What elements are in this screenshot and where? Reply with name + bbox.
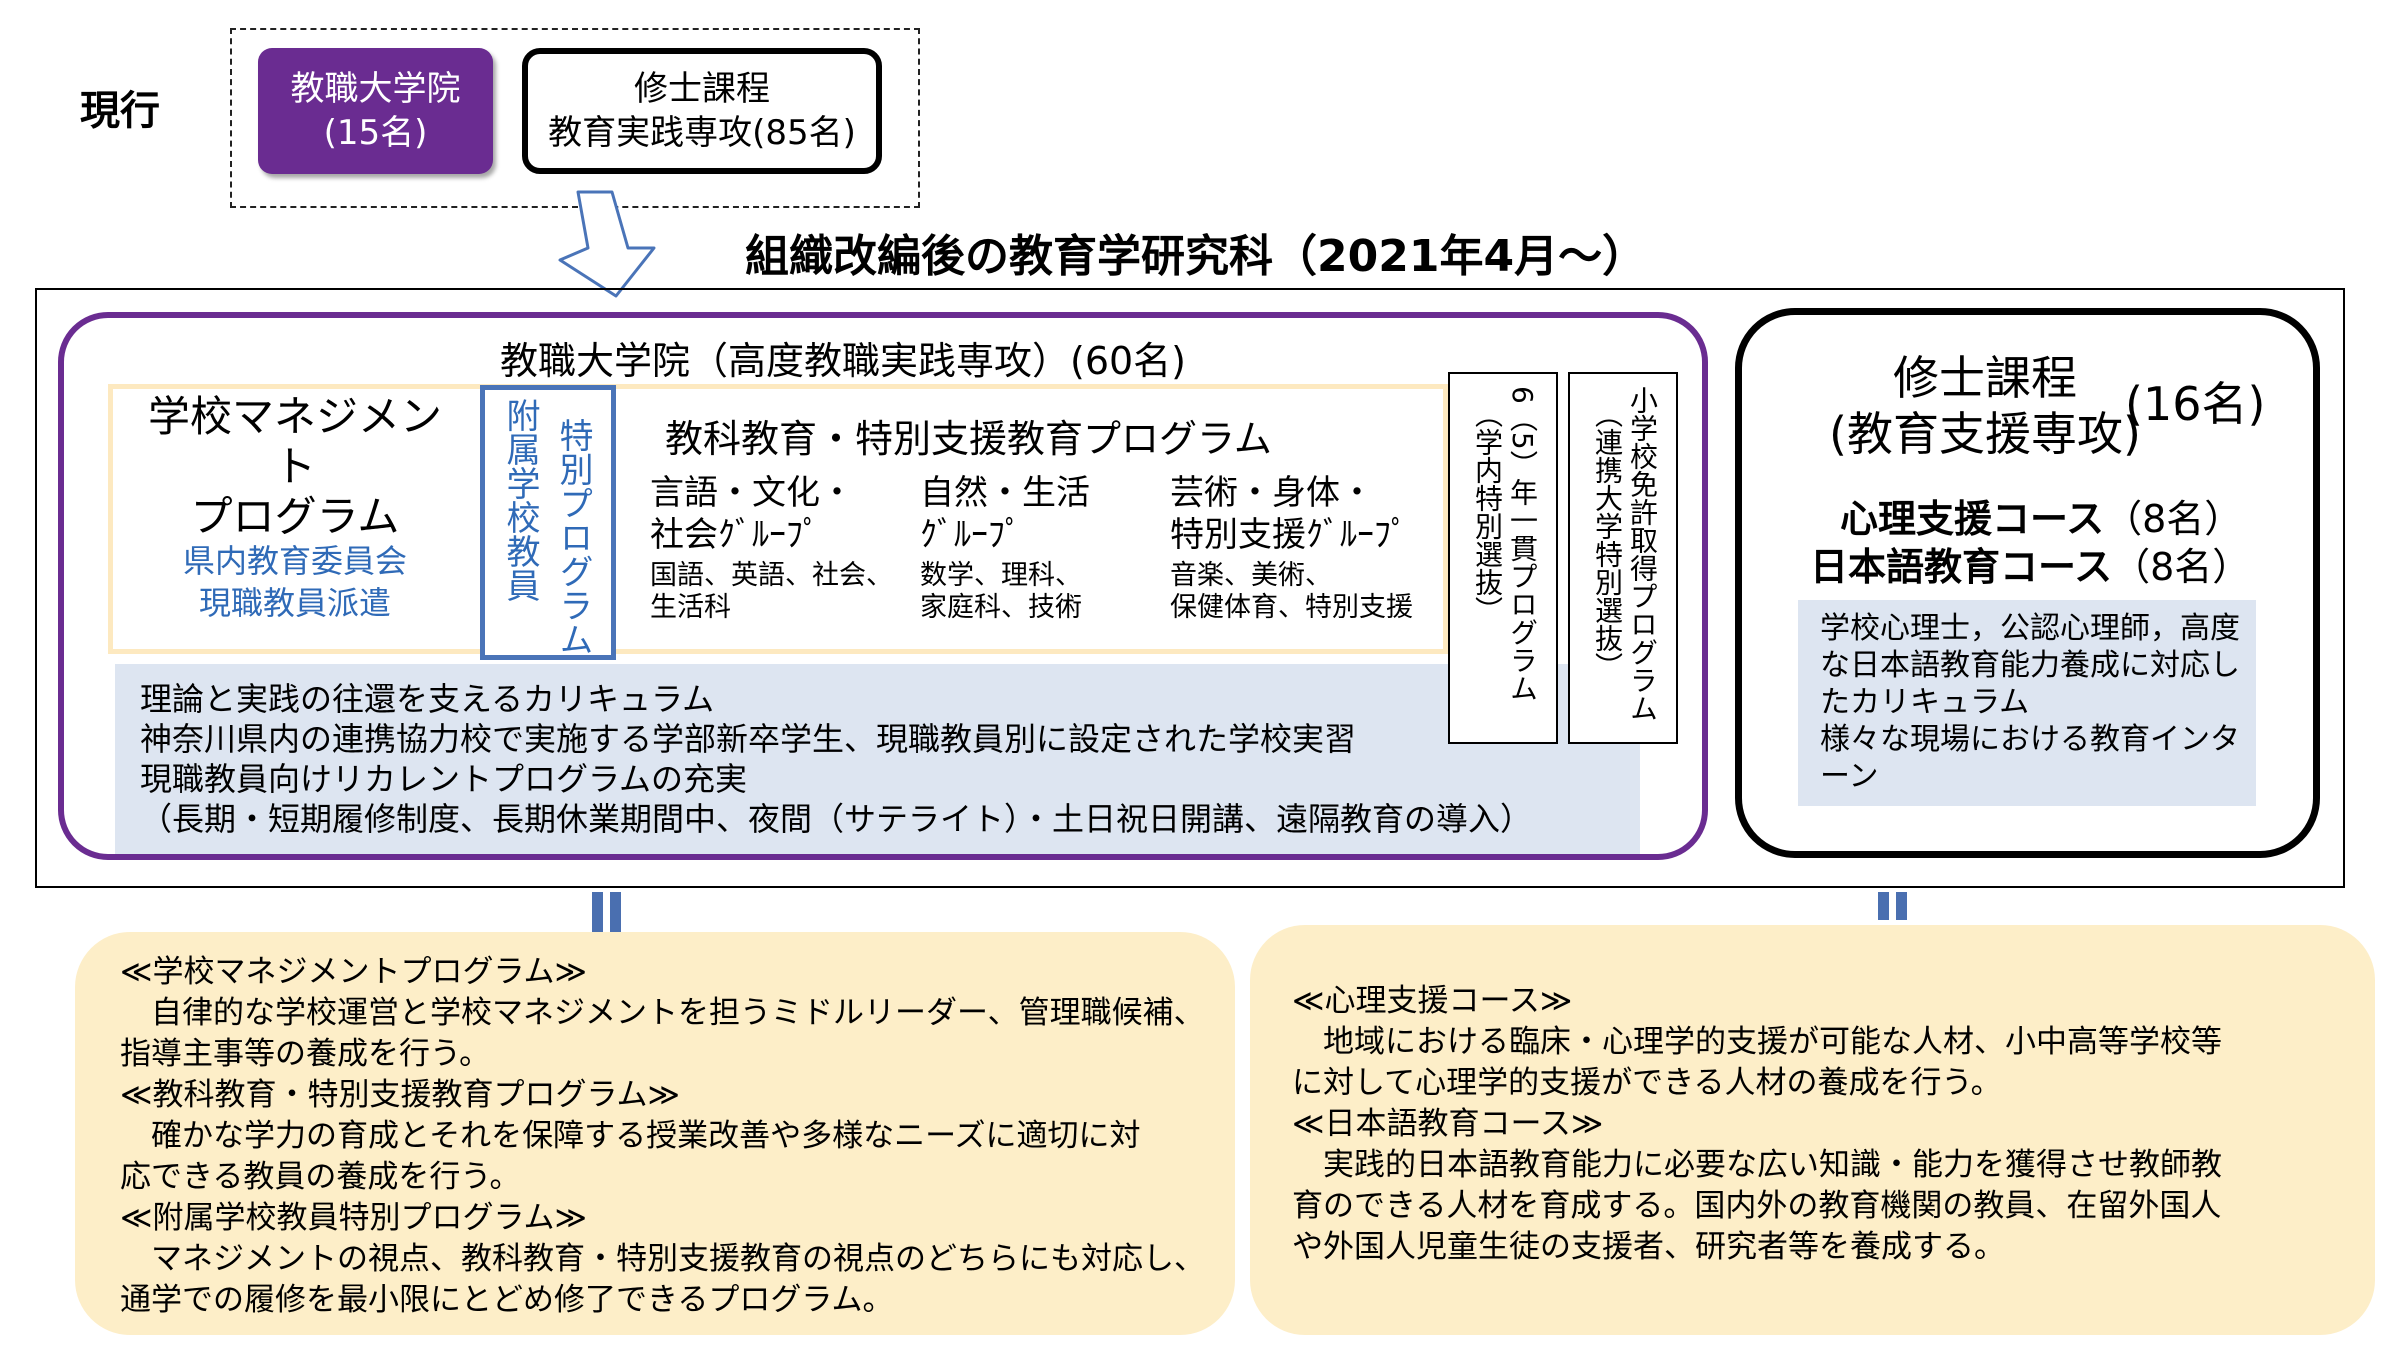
current-shushi-box: 修士課程 教育実践専攻(85名) — [522, 48, 882, 174]
elementary-license-program-note: （連携大学特別選抜） — [1591, 400, 1624, 680]
equals-mark-left — [610, 892, 621, 934]
equals-mark-right — [1878, 892, 1889, 920]
explanation-body: 自律的な学校運営と学校マネジメントを担うミドルリーダー、管理職候補、 指導主事等… — [120, 995, 1205, 1072]
current-dashed-frame — [230, 28, 920, 208]
outer-frame — [35, 288, 2345, 888]
curriculum-line: 現職教員向けリカレントプログラムの充実 — [140, 760, 748, 798]
course-name: 日本語教育コース — [1810, 545, 2113, 589]
current-kyoshoku-box: 教職大学院 (15名) — [258, 48, 493, 174]
shushi-frame — [1735, 308, 2320, 858]
explanation-heading: ≪日本語教育コース≫ — [1292, 1106, 1604, 1142]
course-count: （8名） — [2104, 497, 2243, 541]
explanation-heading: ≪教科教育・特別支援教育プログラム≫ — [120, 1077, 680, 1113]
explanation-body: 地域における臨床・心理学的支援が可能な人材、小中高等学校等 に対して心理学的支援… — [1292, 1024, 2222, 1101]
current-label: 現行 — [80, 88, 160, 134]
management-program-title: 学校マネジメント プログラム — [147, 392, 442, 541]
six-year-program-box — [1448, 372, 1558, 744]
kyoshoku-daigakuin-frame — [58, 312, 1708, 860]
main-title: 組織改編後の教育学研究科（2021年4月～） — [745, 231, 1647, 282]
curriculum-line: 神奈川県内の連携協力校で実施する学部新卒学生、現職教員別に設定された学校実習 — [140, 720, 1357, 758]
down-arrow-icon — [558, 190, 656, 298]
group-subjects: 国語、英語、社会、 生活科 — [650, 560, 893, 623]
group-title: 自然・生活 ｸﾞﾙｰﾌﾟ — [920, 473, 1090, 555]
explanation-body: 確かな学力の育成とそれを保障する授業改善や多様なニーズに適切に対 応できる教員の… — [120, 1118, 1141, 1195]
six-year-program-label: 6（5）年一貫プログラム — [1506, 386, 1539, 702]
group-subjects: 音楽、美術、 保健体育、特別支援 — [1170, 560, 1413, 623]
group-title: 言語・文化・ 社会ｸﾞﾙｰﾌﾟ — [650, 473, 854, 555]
program-explanations: ≪学校マネジメントプログラム≫ 自律的な学校運営と学校マネジメントを担うミドルリ… — [75, 932, 1235, 1335]
elementary-license-program-label: 小学校免許取得プログラム — [1626, 386, 1659, 722]
explanation-heading: ≪心理支援コース≫ — [1292, 983, 1573, 1019]
course-explanations: ≪心理支援コース≫ 地域における臨床・心理学的支援が可能な人材、小中高等学校等 … — [1250, 925, 2375, 1335]
curriculum-area — [115, 664, 1640, 854]
program-area — [108, 384, 1448, 654]
equals-mark-right — [1896, 892, 1907, 920]
elementary-license-program-box — [1568, 372, 1678, 744]
group-subjects: 数学、理科、 家庭科、技術 — [920, 560, 1082, 623]
management-program-sub: 県内教育委員会 現職教員派遣 — [182, 542, 407, 622]
explanation-heading: ≪附属学校教員特別プログラム≫ — [120, 1200, 587, 1236]
group-title: 芸術・身体・ 特別支援ｸﾞﾙｰﾌﾟ — [1170, 473, 1408, 555]
shushi-description-area — [1798, 600, 2256, 806]
curriculum-line: 理論と実践の往還を支えるカリキュラム — [140, 680, 715, 718]
explanation-body: 実践的日本語教育能力に必要な広い知識・能力を獲得させ教師教 育のできる人材を育成… — [1292, 1147, 2222, 1265]
equals-mark-left — [592, 892, 603, 934]
curriculum-line: （長期・短期履修制度、長期休業期間中、夜間（サテライト）・土日祝日開講、遠隔教育… — [140, 800, 1533, 838]
explanation-body: マネジメントの視点、教科教育・特別支援教育の視点のどちらにも対応し、 通学での履… — [120, 1241, 1205, 1318]
six-year-program-note: （学内特別選抜） — [1471, 400, 1504, 624]
shushi-title: 修士課程 (教育支援専攻) — [1829, 351, 2141, 461]
course-name: 心理支援コース — [1840, 497, 2105, 541]
kyoka-program-title: 教科教育・特別支援教育プログラム — [665, 417, 1272, 461]
explanation-heading: ≪学校マネジメントプログラム≫ — [120, 954, 587, 990]
kyoshoku-daigakuin-title: 教職大学院（高度教職実践専攻）(60名) — [500, 339, 1187, 383]
course-psychology: 心理支援コース（8名） — [1840, 488, 2242, 543]
fuzoku-program-box — [480, 385, 616, 660]
fuzoku-program-label-1: 附属学校教員 — [500, 398, 540, 602]
fuzoku-program-label-2: 特別プログラム — [553, 418, 593, 656]
course-count: （8名） — [2112, 545, 2251, 589]
course-japanese: 日本語教育コース（8名） — [1810, 536, 2250, 591]
shushi-count: (16名) — [2125, 377, 2266, 431]
shushi-description: 学校心理士，公認心理師，高度な日本語教育能力養成に対応したカリキュラム 様々な現… — [1820, 611, 2240, 794]
